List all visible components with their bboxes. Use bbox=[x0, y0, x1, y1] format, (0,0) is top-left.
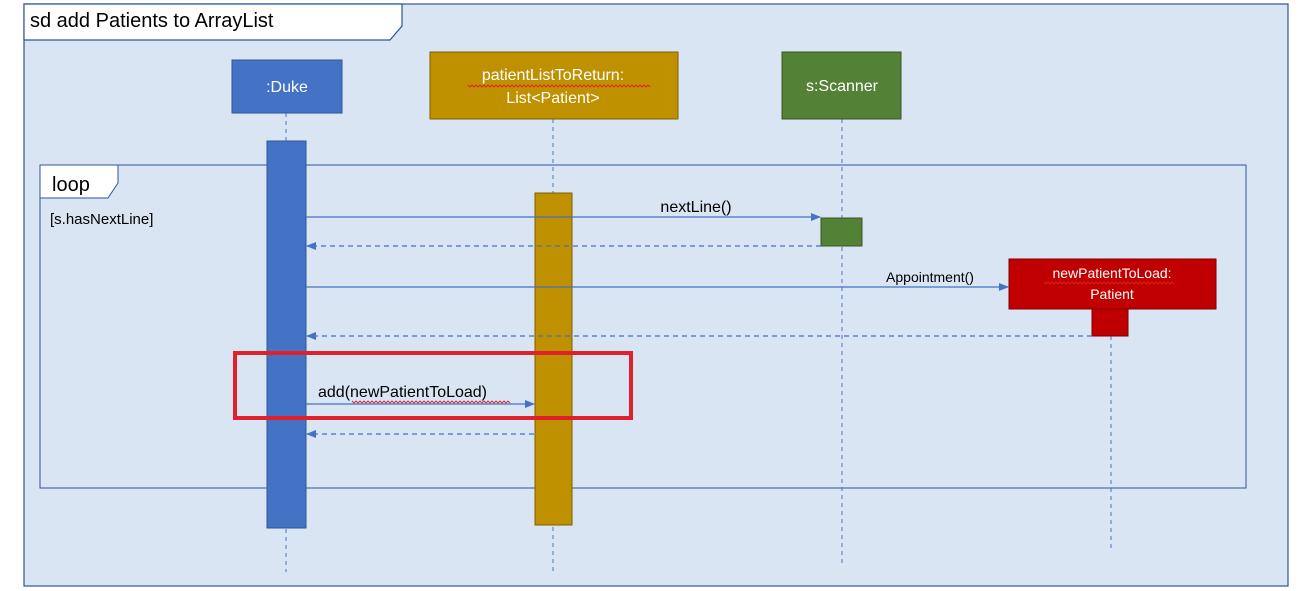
loop-fragment bbox=[39, 164, 1247, 489]
scanner-activation-bar bbox=[820, 217, 863, 247]
new-patient-activation-bar bbox=[1091, 308, 1129, 337]
frame-title-tab bbox=[23, 3, 403, 41]
loop-keyword: loop bbox=[52, 174, 90, 196]
loop-guard: [s.hasNextLine] bbox=[50, 211, 153, 228]
scanner-label: s:Scanner bbox=[806, 78, 879, 95]
duke-label: :Duke bbox=[266, 79, 308, 96]
appointment-message-label: Appointment() bbox=[886, 269, 974, 285]
duke-lifeline-head bbox=[231, 59, 343, 114]
spellcheck-underline bbox=[1043, 281, 1175, 285]
new-patient-label-line2: Patient bbox=[1090, 286, 1134, 302]
patient-list-label-line1: patientListToReturn: bbox=[482, 67, 624, 84]
scanner-lifeline-head bbox=[781, 51, 902, 120]
loop-tab bbox=[39, 164, 119, 199]
next-line-message-label: nextLine() bbox=[660, 199, 731, 216]
new-patient-label-line1: newPatientToLoad: bbox=[1052, 265, 1171, 281]
new-patient-lifeline-head bbox=[1008, 258, 1217, 310]
add-message-label: add(newPatientToLoad) bbox=[318, 384, 487, 401]
spellcheck-underline bbox=[351, 400, 511, 404]
spellcheck-underline bbox=[467, 84, 651, 88]
patient-list-label-line2: List<Patient> bbox=[506, 90, 599, 107]
duke-activation-bar bbox=[266, 140, 307, 529]
frame-title: sd add Patients to ArrayList bbox=[30, 10, 274, 32]
highlight-box bbox=[233, 351, 633, 420]
patient-list-activation-bar bbox=[534, 192, 573, 526]
